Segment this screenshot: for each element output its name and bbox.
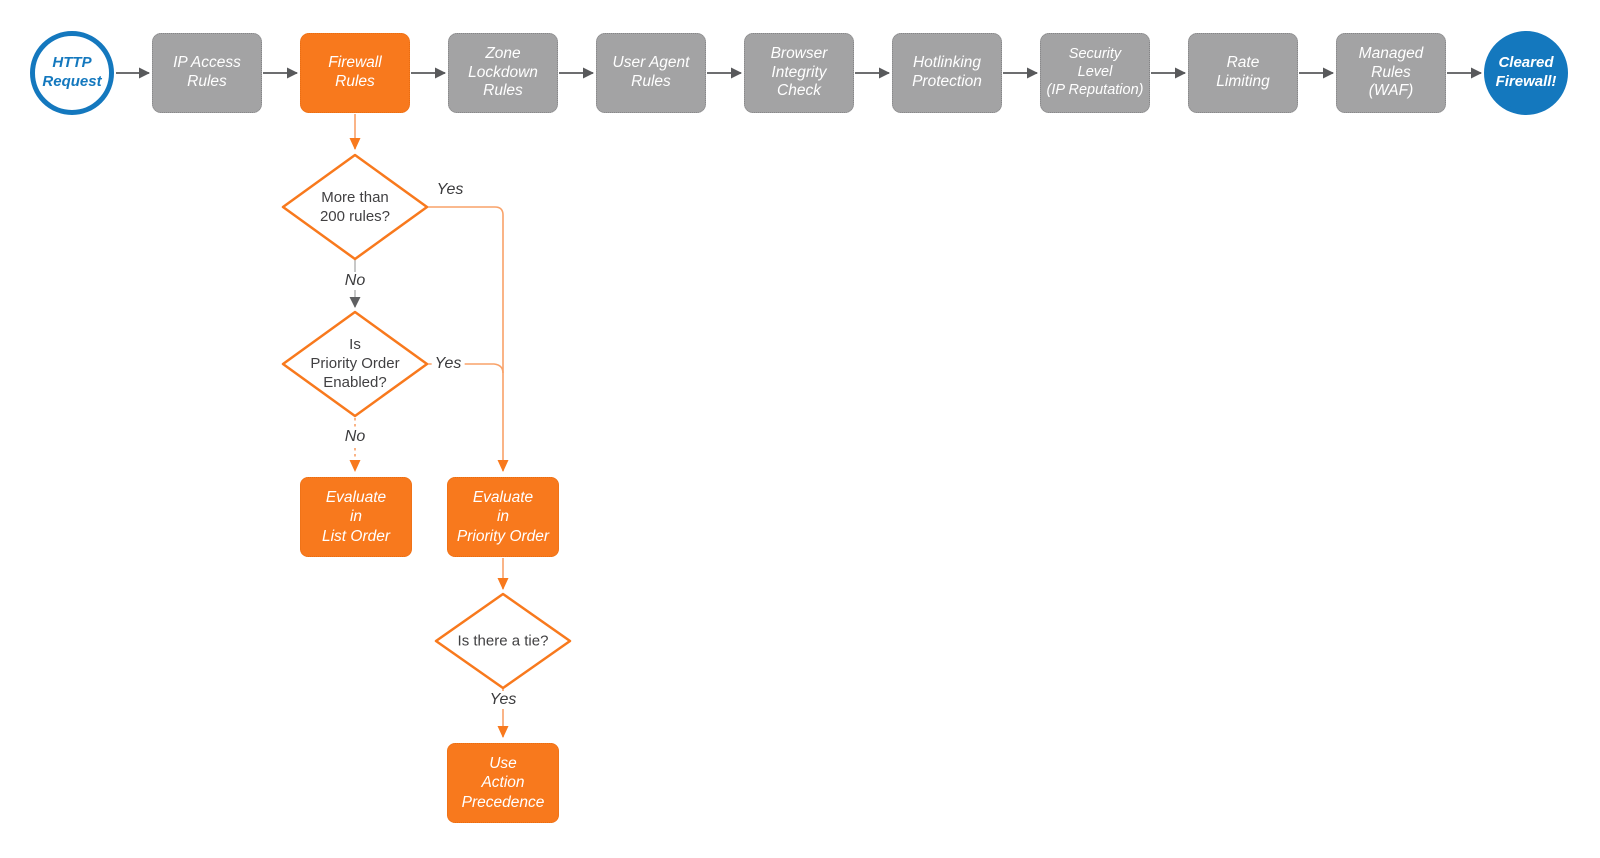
decision-is-there-a-tie-label: Is there a tie? <box>457 632 549 650</box>
decision-priority-order-enabled-shape <box>281 310 429 418</box>
node-firewall-rules: Firewall Rules <box>300 33 410 113</box>
node-zone-lockdown-rules: Zone Lockdown Rules <box>448 33 558 113</box>
decision-is-there-a-tie-shape <box>434 592 572 690</box>
node-cleared-firewall: Cleared Firewall! <box>1484 31 1568 115</box>
node-user-agent-rules: User Agent Rules <box>596 33 706 113</box>
edge-label-no-priority-enabled: No <box>341 428 369 446</box>
node-security-level-ip-reputation: Security Level (IP Reputation) <box>1040 33 1150 113</box>
node-browser-integrity-check: Browser Integrity Check <box>744 33 854 113</box>
node-rate-limiting: Rate Limiting <box>1188 33 1298 113</box>
edge-label-yes-more-than-200: Yes <box>433 181 467 199</box>
node-evaluate-in-priority-order: Evaluate in Priority Order <box>447 477 559 557</box>
branch-connectors <box>349 114 509 738</box>
node-evaluate-in-list-order: Evaluate in List Order <box>300 477 412 557</box>
decision-more-than-200-rules-shape <box>281 153 429 261</box>
node-managed-rules-waf: Managed Rules (WAF) <box>1336 33 1446 113</box>
decision-priority-order-enabled-label: Is Priority Order Enabled? <box>310 336 400 392</box>
node-use-action-precedence: Use Action Precedence <box>447 743 559 823</box>
edge-label-no-more-than-200: No <box>341 272 369 290</box>
node-hotlinking-protection: Hotlinking Protection <box>892 33 1002 113</box>
edge-label-yes-tie: Yes <box>486 691 520 709</box>
node-ip-access-rules: IP Access Rules <box>152 33 262 113</box>
edge-label-yes-priority-enabled: Yes <box>431 355 465 373</box>
decision-more-than-200-rules-label: More than 200 rules? <box>319 188 391 225</box>
node-http-request: HTTP Request <box>30 31 114 115</box>
